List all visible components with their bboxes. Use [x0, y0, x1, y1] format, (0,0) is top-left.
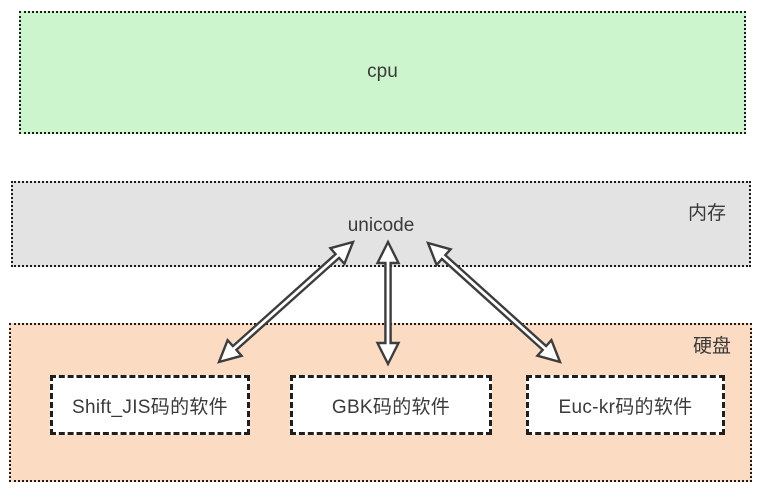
- memory-corner-label: 内存: [687, 203, 726, 224]
- cpu-layer-box: cpu: [19, 11, 746, 134]
- unicode-label: unicode: [347, 215, 415, 236]
- software-box-shift-jis-label: Shift_JIS码的软件: [72, 396, 228, 418]
- memory-layer-box: unicode 内存: [11, 181, 751, 267]
- cpu-label: cpu: [367, 61, 398, 83]
- software-box-euc-kr: Euc-kr码的软件: [526, 375, 725, 435]
- software-box-shift-jis: Shift_JIS码的软件: [50, 375, 250, 435]
- software-box-euc-kr-label: Euc-kr码的软件: [558, 396, 693, 418]
- disk-layer-box: 硬盘 Shift_JIS码的软件 GBK码的软件 Euc-kr码的软件: [9, 323, 752, 482]
- disk-corner-label: 硬盘: [692, 336, 731, 357]
- software-box-gbk: GBK码的软件: [290, 375, 492, 435]
- software-box-gbk-label: GBK码的软件: [331, 396, 451, 418]
